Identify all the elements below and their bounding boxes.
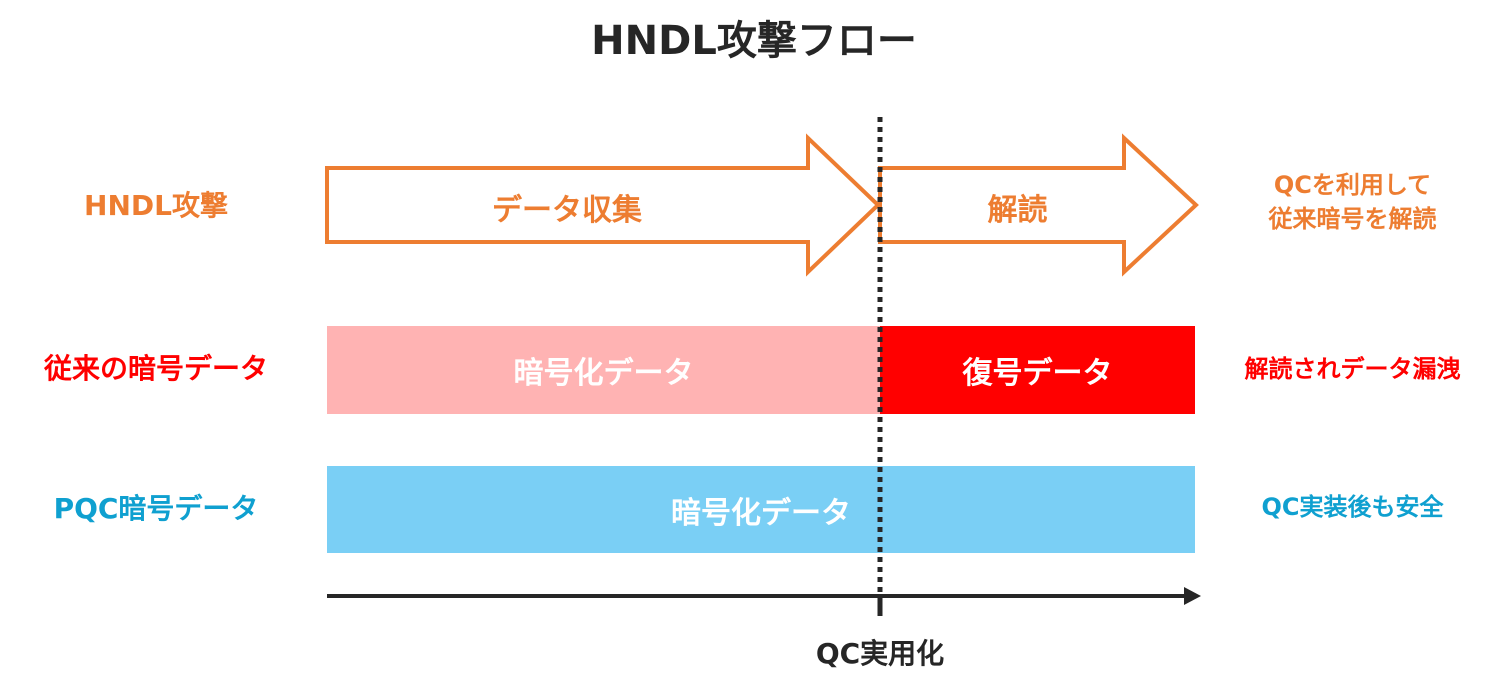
hndl-note: QCを利用して 従来暗号を解読 bbox=[1220, 168, 1485, 236]
legacy-encrypted-bar bbox=[327, 326, 880, 414]
data-collection-label: データ収集 bbox=[492, 193, 642, 228]
decryption-arrow bbox=[878, 133, 1199, 277]
hndl-note-line2: 従来暗号を解読 bbox=[1268, 205, 1437, 233]
legacy-decrypted-bar bbox=[880, 326, 1195, 414]
legacy-decrypted-label: 復号データ bbox=[962, 356, 1113, 391]
page-title: HNDL攻撃フロー bbox=[591, 18, 917, 64]
hndl-note-line1: QCを利用して bbox=[1273, 171, 1432, 199]
legacy-note: 解読されデータ漏洩 bbox=[1244, 355, 1461, 383]
pqc-note: QC実装後も安全 bbox=[1261, 493, 1444, 521]
row-label-legacy: 従来の暗号データ bbox=[43, 352, 268, 385]
decryption-label: 解読 bbox=[987, 193, 1048, 228]
qc-milestone-label: QC実用化 bbox=[815, 637, 945, 670]
data-collection-arrow bbox=[325, 133, 881, 277]
row-label-hndl: HNDL攻撃 bbox=[84, 189, 228, 222]
timeline-arrowhead bbox=[1184, 587, 1201, 605]
row-label-pqc: PQC暗号データ bbox=[53, 492, 259, 525]
legacy-encrypted-label: 暗号化データ bbox=[513, 356, 694, 391]
pqc-encrypted-label: 暗号化データ bbox=[671, 495, 851, 531]
pqc-encrypted-bar bbox=[327, 466, 1195, 553]
